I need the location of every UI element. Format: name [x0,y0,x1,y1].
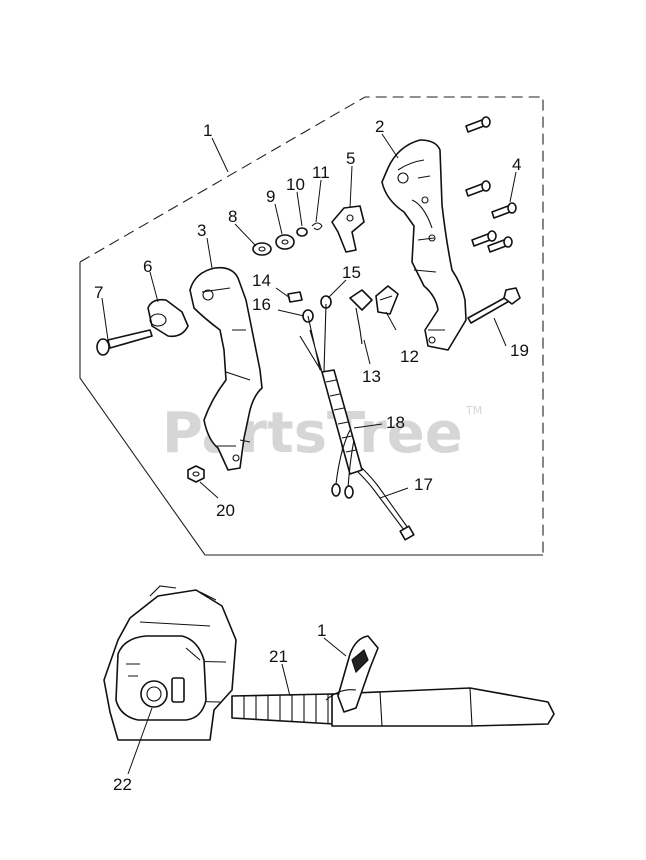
callout-9: 9 [266,187,275,206]
part-14-screw [287,291,303,303]
assembled-blower [103,585,555,741]
part-18-wire-harness [299,303,363,499]
callout-17: 17 [414,475,433,494]
part-9-washer [275,234,295,250]
frame-dashed-edge [79,96,544,555]
part-19-long-bolt [467,287,521,324]
callout-10: 10 [286,175,305,194]
callout-13: 13 [362,367,381,386]
callout-19: 19 [510,341,529,360]
exploded-view-frame [79,96,544,556]
callout-2: 2 [375,117,384,136]
callout-16: 16 [252,295,271,314]
callout-12: 12 [400,347,419,366]
callout-4: 4 [512,155,521,174]
callout-14: 14 [252,271,271,290]
callout-15: 15 [342,263,361,282]
part-17-throttle-cable [357,467,415,541]
callout-labels: 1 2 3 4 5 6 7 8 9 10 11 12 13 14 15 16 1… [94,117,529,794]
part-8-washer [252,242,272,256]
callout-6: 6 [143,257,152,276]
part-3-left-handle-half [189,266,263,471]
frame-solid-edge [79,262,543,556]
part-5-throttle-trigger [331,205,365,253]
callout-5: 5 [346,149,355,168]
callout-22: 22 [113,775,132,794]
part-13-stop-switch [349,289,373,345]
part-7-pin [96,329,153,356]
callout-21: 21 [269,647,288,666]
watermark-tm: TM [465,404,482,417]
leader-lines [101,133,517,499]
assembled-leader-lines [127,637,347,775]
part-6-switch-housing [147,298,189,338]
callout-3: 3 [197,221,206,240]
part-11-clip [311,222,323,231]
callout-7: 7 [94,283,103,302]
part-2-right-handle-half [381,139,467,351]
part-20-nut [187,465,205,483]
callout-18: 18 [386,413,405,432]
callout-8: 8 [228,207,237,226]
callout-20: 20 [216,501,235,520]
part-10-small-washer [296,227,308,237]
part-12-switch-knob [375,285,399,315]
callout-1: 1 [203,121,212,140]
callout-1-assembled: 1 [317,621,326,640]
callout-11: 11 [312,163,330,182]
part-4-screws [465,116,517,253]
